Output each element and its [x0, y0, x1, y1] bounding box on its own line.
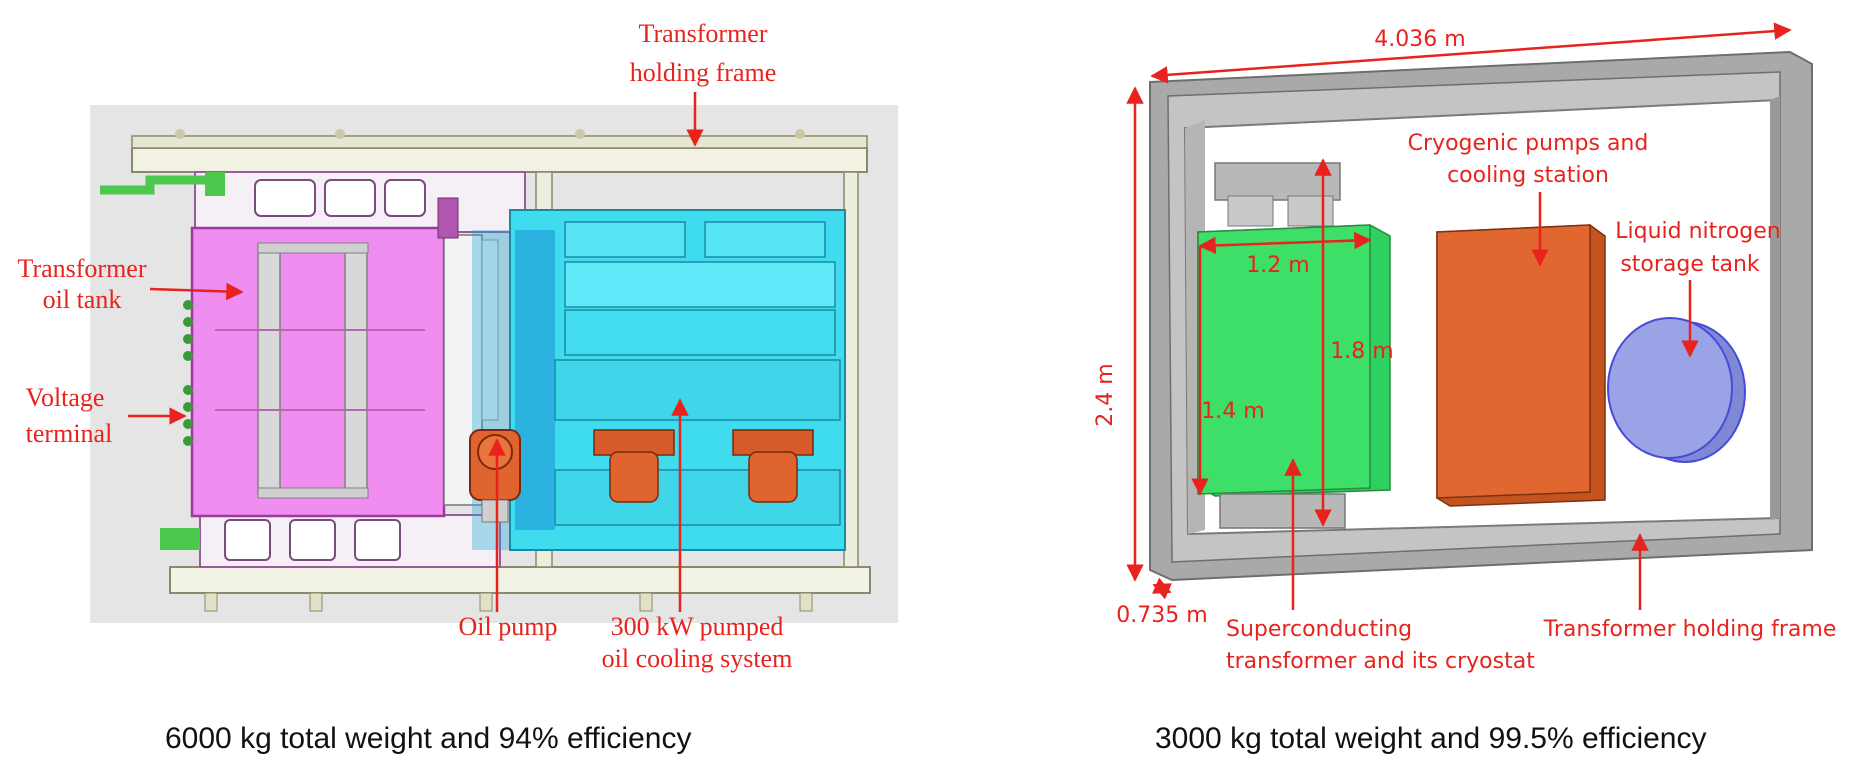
label-cryogenic-line2: cooling station [1447, 163, 1609, 188]
label-holding-frame-line1: Transformer [638, 19, 767, 48]
label-ln2-line2: storage tank [1620, 252, 1760, 277]
label-holding-frame-line2: holding frame [630, 58, 777, 87]
dim-transformer-width: 1.2 m [1246, 253, 1309, 278]
label-cooling-system-line2: oil cooling system [602, 644, 793, 673]
label-cryogenic-line1: Cryogenic pumps and [1408, 131, 1649, 156]
right-caption: 3000 kg total weight and 99.5% efficienc… [1155, 722, 1707, 755]
label-ln2-line1: Liquid nitrogen [1615, 219, 1781, 244]
label-frame: Transformer holding frame [1543, 617, 1837, 642]
oil-tank [190, 226, 446, 518]
label-voltage-terminal-line1: Voltage [26, 383, 105, 412]
holding-frame-bottom [169, 566, 871, 612]
ln2-tank [1607, 317, 1746, 463]
right-annotations: 4.036 m 2.4 m 0.735 m 1.2 m 1.8 m 1.4 m … [1093, 22, 1837, 674]
dim-arrow-frame-depth [1152, 577, 1172, 600]
label-oil-tank-line2: oil tank [43, 285, 122, 314]
dim-arrow-frame-length [1150, 22, 1792, 84]
dim-transformer-length: 1.4 m [1201, 399, 1264, 424]
cryogenic-station [1436, 224, 1606, 507]
left-annotations: Transformer holding frame Transformer oi… [17, 19, 792, 673]
label-oil-pump: Oil pump [459, 612, 558, 641]
label-oil-tank-line1: Transformer [17, 254, 146, 283]
voltage-terminals [183, 300, 193, 446]
label-cooling-system-line1: 300 kW pumped [611, 612, 784, 641]
arrow-oil-tank [149, 282, 244, 301]
dim-frame-width: 2.4 m [1093, 363, 1118, 426]
dim-frame-depth: 0.735 m [1116, 603, 1207, 628]
label-voltage-terminal-line2: terminal [26, 419, 113, 448]
cooling-pumps [593, 429, 814, 503]
left-caption: 6000 kg total weight and 94% efficiency [165, 722, 692, 755]
conventional-transformer-drawing [90, 105, 898, 623]
holding-frame-top [131, 129, 868, 173]
dim-arrow-transformer-width [1198, 231, 1372, 255]
dim-frame-length: 4.036 m [1374, 27, 1465, 52]
label-superconducting-line2: transformer and its cryostat [1226, 649, 1535, 674]
dim-transformer-height: 1.8 m [1330, 339, 1393, 364]
label-superconducting-line1: Superconducting [1226, 617, 1412, 642]
